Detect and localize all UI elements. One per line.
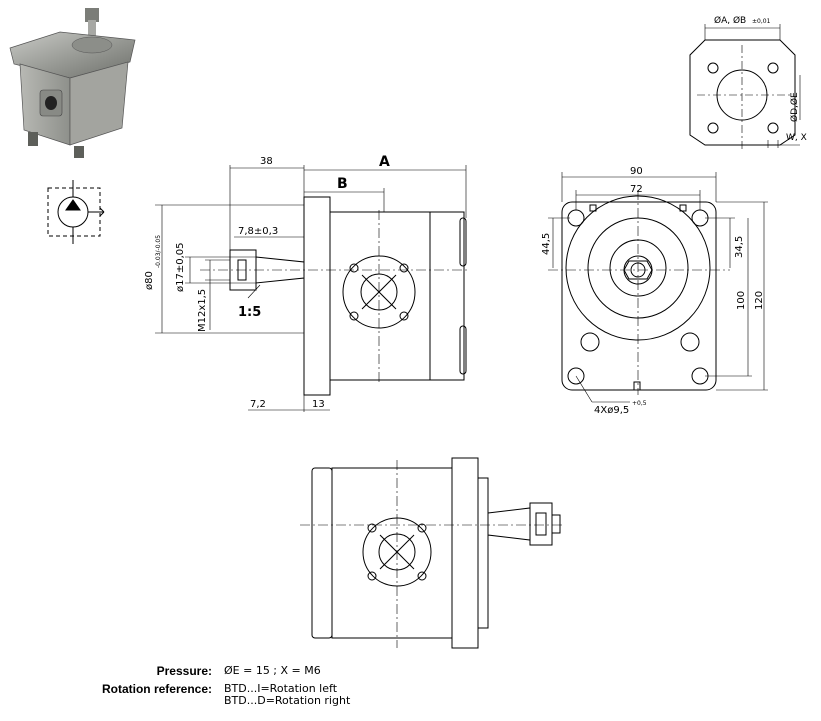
rotation-row: Rotation reference: BTD...I=Rotation lef… (0, 683, 400, 707)
dim-90: 90 (630, 166, 643, 177)
dim-38: 38 (260, 156, 273, 167)
dim-34-5: 34,5 (734, 236, 745, 258)
side-view (155, 165, 470, 412)
dim-80-tol: -0.03/-0.05 (155, 235, 162, 268)
bottom-view (300, 457, 565, 649)
front-view (548, 172, 768, 403)
flange-ab-label: ØA, ØB (714, 15, 746, 26)
pressure-value: ØE = 15 ; X = M6 (224, 664, 321, 677)
dim-44-5: 44,5 (541, 233, 552, 255)
pressure-label: Pressure: (156, 664, 212, 678)
dim-72: 72 (630, 184, 643, 195)
technical-drawing: ØA, ØB ±0,01 ØD,ØE W, X (47, 15, 807, 649)
dim-100: 100 (736, 291, 747, 310)
pressure-row: Pressure: ØE = 15 ; X = M6 (0, 664, 400, 678)
rotation-left: BTD...I=Rotation left (224, 682, 338, 695)
dim-m12: M12x1,5 (197, 289, 208, 332)
dim-a: A (379, 154, 390, 170)
dim-120: 120 (754, 291, 765, 310)
flange-wx-label: W, X (786, 133, 807, 143)
holes-label: 4Xø9,5 (594, 405, 629, 416)
dim-13: 13 (312, 399, 325, 410)
flange-detail (689, 24, 801, 150)
dim-80: ø80 (144, 271, 155, 290)
pump-symbol (47, 180, 105, 244)
dim-b: B (337, 176, 348, 192)
rotation-label: Rotation reference: (101, 682, 212, 696)
flange-de-label: ØD,ØE (789, 92, 800, 122)
flange-tol-label: ±0,01 (752, 18, 771, 25)
rotation-right: BTD...D=Rotation right (224, 694, 351, 707)
holes-tol: +0,5 (632, 400, 647, 407)
dim-7-2: 7,2 (250, 399, 266, 410)
pump-photo (9, 8, 136, 158)
dim-17: ø17±0,05 (175, 243, 186, 293)
taper-label: 1:5 (238, 305, 261, 320)
info-block: Pressure: ØE = 15 ; X = M6 Rotation refe… (0, 665, 400, 713)
dim-7-8: 7,8±0,3 (238, 226, 278, 237)
